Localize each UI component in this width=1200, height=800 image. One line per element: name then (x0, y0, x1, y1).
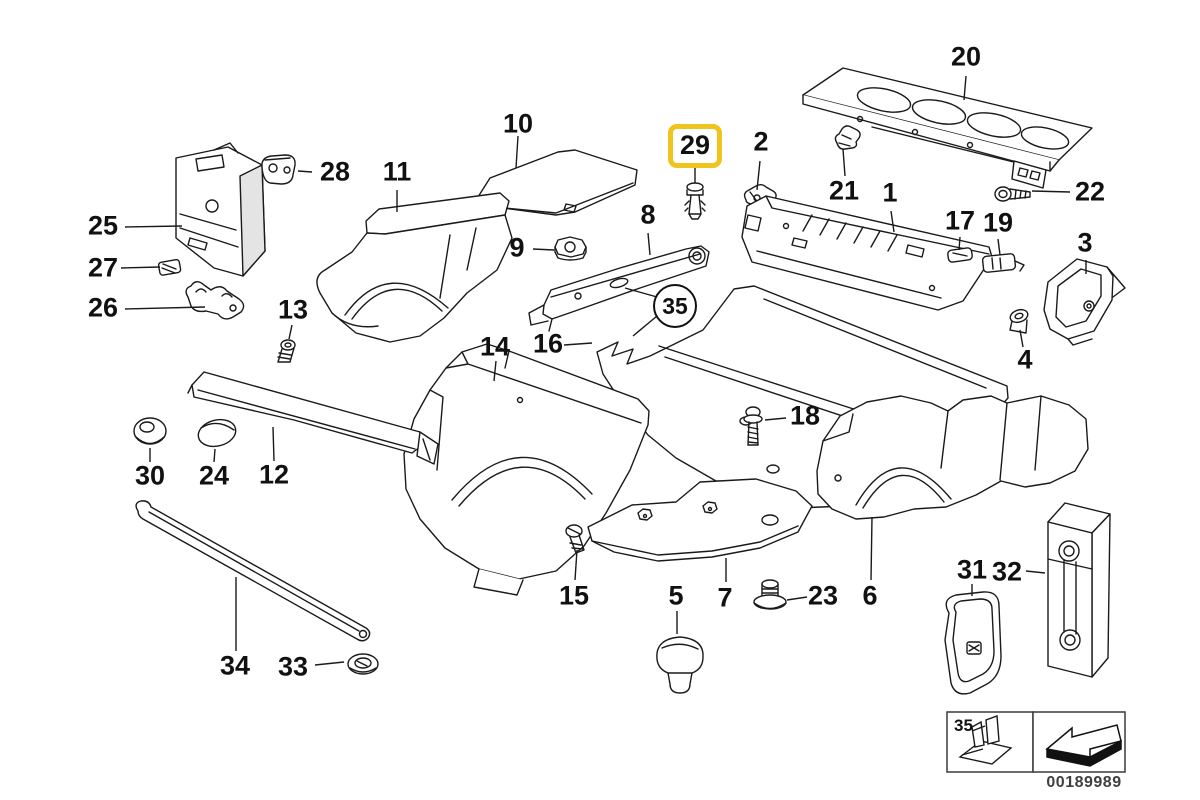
callout-26[interactable]: 26 (87, 292, 119, 323)
callout-6[interactable]: 6 (862, 580, 878, 611)
callout-33[interactable]: 33 (277, 651, 309, 682)
part-6-drawing (816, 395, 1089, 520)
part-30-drawing (133, 417, 167, 445)
part-7-drawing (587, 478, 813, 562)
callout-2[interactable]: 2 (753, 126, 769, 157)
callout-16[interactable]: 16 (532, 328, 564, 359)
callout-15[interactable]: 15 (558, 580, 590, 611)
part-5-drawing (656, 636, 704, 694)
callout-29[interactable]: 29 (667, 124, 723, 168)
callout-7[interactable]: 7 (717, 582, 733, 613)
part-9-drawing (554, 236, 587, 261)
callout-13[interactable]: 13 (277, 294, 309, 325)
callout-17[interactable]: 17 (944, 205, 976, 236)
part-31-drawing (944, 591, 1002, 695)
callout-22[interactable]: 22 (1074, 176, 1106, 207)
part-20-drawing (802, 67, 1093, 189)
legend-clip-label: 35 (954, 716, 973, 735)
callout-19[interactable]: 19 (982, 207, 1014, 238)
part-17-drawing (947, 247, 973, 263)
part-21-drawing (834, 125, 861, 150)
callout-24[interactable]: 24 (198, 460, 230, 491)
part-28-drawing (261, 154, 296, 185)
part-4-drawing (1009, 308, 1029, 334)
part-14-drawing (403, 343, 650, 596)
callout-10[interactable]: 10 (502, 108, 534, 139)
part-27-drawing (157, 258, 182, 276)
callout-32[interactable]: 32 (991, 556, 1023, 587)
callout-3[interactable]: 3 (1077, 227, 1093, 258)
part-15-drawing (565, 524, 585, 554)
part-34-drawing (135, 500, 371, 642)
callout-30[interactable]: 30 (134, 460, 166, 491)
callout-25[interactable]: 25 (87, 210, 119, 241)
part-3-drawing (1043, 258, 1126, 346)
callout-14[interactable]: 14 (479, 331, 511, 362)
legend (946, 711, 1126, 773)
callout-11[interactable]: 11 (382, 156, 412, 187)
part-24-drawing (197, 418, 237, 448)
callout-9[interactable]: 9 (509, 232, 525, 263)
callout-4[interactable]: 4 (1017, 344, 1033, 375)
footer-part-code: 00189989 (1046, 774, 1122, 791)
part-32-drawing (1047, 502, 1111, 678)
part-1-drawing (741, 195, 993, 311)
part-26-drawing (185, 281, 245, 320)
callout-12[interactable]: 12 (258, 459, 290, 490)
direction-arrow-icon (1045, 724, 1122, 767)
callout-20[interactable]: 20 (950, 41, 982, 72)
callout-1[interactable]: 1 (882, 177, 898, 208)
part-8-drawing (528, 245, 710, 332)
part-18-drawing (743, 406, 763, 446)
callout-18[interactable]: 18 (789, 400, 821, 431)
callout-27[interactable]: 27 (87, 252, 119, 283)
part-23-drawing (753, 579, 787, 610)
callout-34[interactable]: 34 (219, 650, 251, 681)
clip-35-icon (958, 715, 1013, 765)
part-13-drawing (277, 339, 296, 363)
callout-23[interactable]: 23 (807, 580, 839, 611)
part-11-drawing (316, 192, 513, 343)
callout-5[interactable]: 5 (668, 580, 684, 611)
callout-28[interactable]: 28 (319, 156, 351, 187)
part-22-drawing (994, 186, 1031, 202)
callout-31[interactable]: 31 (956, 554, 988, 585)
part-25-drawing (175, 142, 266, 277)
callout-21[interactable]: 21 (828, 175, 860, 206)
part-33-drawing (347, 653, 379, 675)
callout-35[interactable]: 35 (653, 284, 697, 328)
part-29-drawing (684, 182, 706, 220)
part-19-drawing (981, 253, 1025, 273)
part-12-drawing (187, 371, 439, 465)
callout-8[interactable]: 8 (640, 199, 656, 230)
leader-lines (120, 75, 1087, 666)
